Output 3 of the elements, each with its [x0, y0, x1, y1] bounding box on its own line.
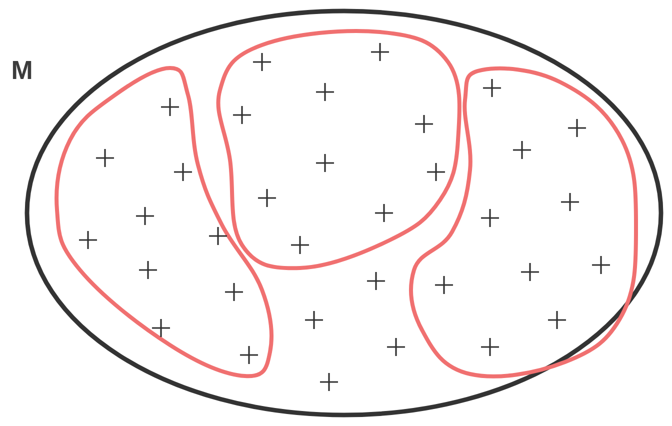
- subset-outline: [409, 66, 638, 378]
- subset-outline: [54, 66, 274, 378]
- subset-outline: [216, 29, 462, 270]
